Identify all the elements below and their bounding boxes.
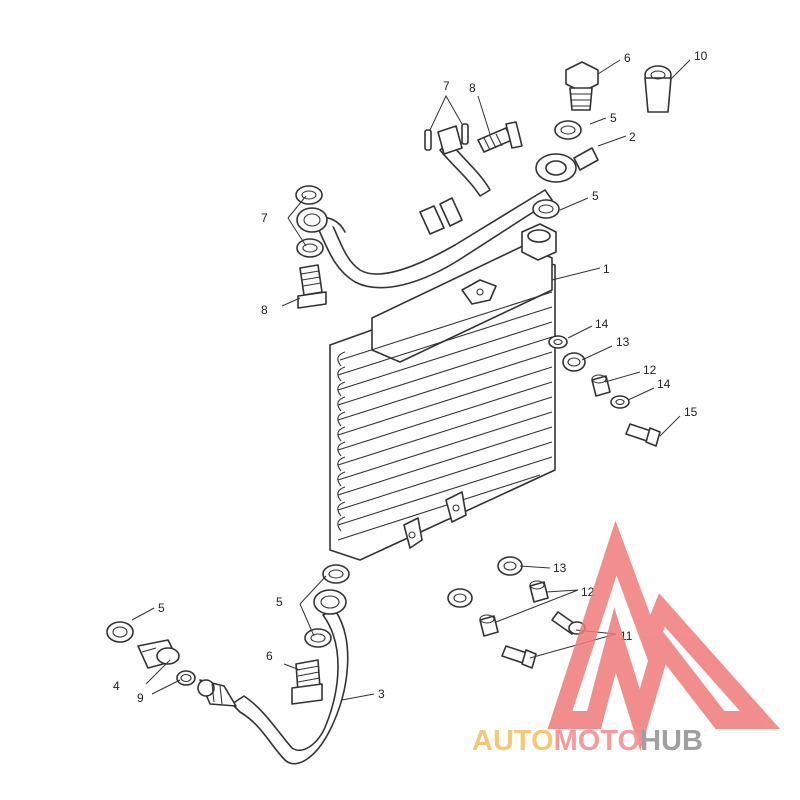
collar-12-lower-a xyxy=(529,580,549,603)
label-3: 3 xyxy=(378,687,385,701)
label-14-lower: 14 xyxy=(657,377,671,391)
bolt-11-b xyxy=(501,645,537,669)
label-9: 9 xyxy=(137,691,144,705)
o-ring-9 xyxy=(176,670,196,686)
upper-banjo-bolt xyxy=(477,121,523,153)
label-13-lower: 13 xyxy=(553,561,567,575)
watermark-moto: MOTO xyxy=(554,725,640,757)
label-8-top: 8 xyxy=(469,81,476,95)
label-6-top: 6 xyxy=(624,51,631,65)
collar-12-lower-b xyxy=(479,614,499,637)
label-6-lower: 6 xyxy=(266,649,273,663)
label-1: 1 xyxy=(603,262,610,276)
bolt-15 xyxy=(625,423,661,447)
label-10: 10 xyxy=(694,49,708,63)
oil-cooler-radiator xyxy=(329,223,557,561)
top-washer-5 xyxy=(554,120,582,140)
label-2: 2 xyxy=(629,130,636,144)
watermark-text: AUTOMOTOHUB xyxy=(472,725,703,757)
adapter-fitting-4 xyxy=(137,639,180,669)
lower-washer-5-bottom xyxy=(304,628,332,648)
washer-5-lower-left xyxy=(106,621,134,643)
label-5-lower-left: 5 xyxy=(158,601,165,615)
watermark-triangle-logo xyxy=(547,520,781,752)
washer-5-right xyxy=(532,199,560,219)
grommet-13-lower-b xyxy=(447,588,473,608)
cooler-fin-ends xyxy=(337,351,346,532)
cooler-fins xyxy=(337,291,553,541)
hose-clip-pair xyxy=(424,123,469,151)
washer-14-upper xyxy=(548,335,568,349)
label-14-upper: 14 xyxy=(595,317,609,331)
watermark-auto: AUTO xyxy=(472,725,554,757)
label-15: 15 xyxy=(684,405,698,419)
top-fitting-10 xyxy=(644,65,672,113)
upper-left-banjo-bolt xyxy=(297,264,327,309)
label-8-left: 8 xyxy=(261,303,268,317)
label-13-upper: 13 xyxy=(616,335,630,349)
label-5-lower: 5 xyxy=(276,595,283,609)
label-5-right: 5 xyxy=(592,189,599,203)
watermark-hub: HUB xyxy=(640,725,703,757)
top-banjo-bolt-6 xyxy=(565,61,599,111)
lower-washer-5-top xyxy=(322,564,350,584)
label-12-upper: 12 xyxy=(643,363,657,377)
washer-14-lower xyxy=(610,395,630,409)
lower-banjo-bolt-6 xyxy=(291,659,323,705)
leader-lines xyxy=(131,59,691,701)
lower-oil-hose xyxy=(231,589,349,765)
upper-left-washer-set xyxy=(295,185,328,258)
label-7-top: 7 xyxy=(443,79,450,93)
grommet-13-upper xyxy=(562,352,586,372)
hose-end-fitting xyxy=(197,679,237,707)
label-7-left: 7 xyxy=(261,211,268,225)
upper-oil-hose xyxy=(314,125,599,289)
automotohub-watermark: AUTOMOTOHUB xyxy=(472,520,781,757)
label-5-top: 5 xyxy=(610,111,617,125)
label-4: 4 xyxy=(113,679,120,693)
part-number-labels: 1 2 3 4 5 5 5 5 6 6 7 7 8 8 9 10 11 12 1… xyxy=(113,49,708,705)
collar-12-upper xyxy=(591,374,611,397)
grommet-13-lower-a xyxy=(497,556,523,576)
